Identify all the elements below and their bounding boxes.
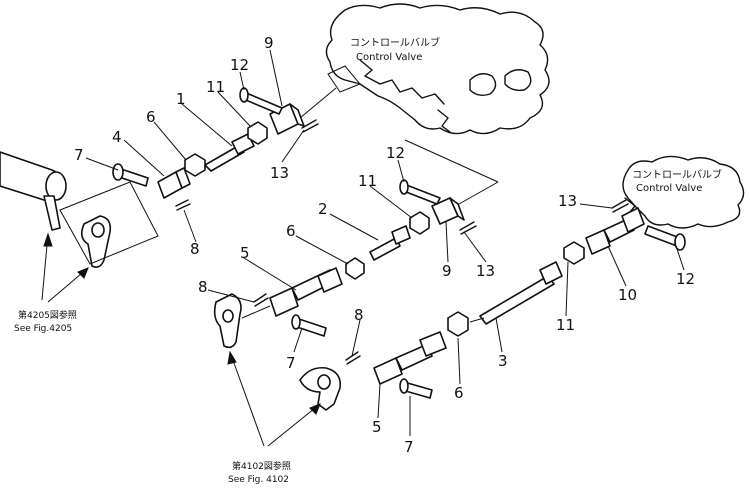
callout-11-upper: 11 [206, 78, 225, 96]
callout-numbers: 1 2 3 4 5 5 6 6 6 7 7 7 8 8 8 9 9 10 11 … [74, 34, 695, 456]
callout-11-middle: 11 [358, 172, 377, 190]
callout-12-right: 12 [676, 270, 695, 288]
lower-left-linkage [213, 267, 343, 349]
ref-4102-jp: 第4102図参照 [232, 460, 291, 472]
valve-right-en-label: Control Valve [636, 183, 702, 194]
ref-4205-en: See Fig.4205 [14, 324, 72, 334]
callout-6-upper: 6 [146, 108, 156, 126]
lever-left [0, 151, 159, 268]
callout-10: 10 [618, 286, 637, 304]
callout-1: 1 [176, 90, 186, 108]
nut-6-upper [184, 153, 206, 177]
callout-5-left: 5 [240, 244, 250, 262]
callout-7-upper: 7 [74, 146, 84, 164]
control-valve-top: コントロールバルブ Control Valve [325, 3, 550, 135]
callout-5-bottom: 5 [372, 418, 382, 436]
valve-top-jp-label: コントロールバルブ [350, 36, 440, 49]
pin-13-upper [301, 119, 319, 133]
leader-lines [85, 49, 685, 436]
rod-3 [479, 275, 555, 325]
nut-11-middle [409, 211, 430, 235]
callout-7-bottom: 7 [404, 438, 414, 456]
ref-4205-arrows: 第4205図参照 See Fig.4205 [14, 232, 89, 334]
callout-12-upper: 12 [230, 56, 249, 74]
bottom-linkage [299, 331, 447, 411]
ref-4102-arrows: 第4102図参照 See Fig. 4102 [227, 350, 321, 485]
ref-4205-jp: 第4205図参照 [18, 309, 77, 321]
callout-13-middle: 13 [476, 262, 495, 280]
nut-6-middle [345, 257, 365, 280]
rod-1 [204, 145, 245, 172]
joint-10 [585, 229, 611, 255]
callout-9-middle: 9 [442, 262, 452, 280]
callout-6-middle: 6 [286, 222, 296, 240]
callout-3: 3 [498, 352, 508, 370]
nut-6-bottom [447, 311, 469, 337]
pin-13-right [611, 199, 629, 213]
pin-8-left [253, 293, 269, 307]
ref-4102-en: See Fig. 4102 [228, 475, 289, 485]
callout-8-upper: 8 [190, 240, 200, 258]
control-valve-right: コントロールバルブ Control Valve [622, 155, 745, 229]
callout-8-bottom: 8 [354, 306, 364, 324]
callout-12-middle: 12 [386, 144, 405, 162]
callout-11-right: 11 [556, 316, 575, 334]
pin-13-middle [459, 221, 477, 235]
nut-11-right [563, 241, 585, 265]
long-rod-assembly [447, 199, 686, 337]
nut-11-upper [247, 121, 268, 145]
valve-top-en-label: Control Valve [356, 52, 422, 63]
callout-7-left: 7 [286, 354, 296, 372]
callout-6-bottom: 6 [454, 384, 464, 402]
pin-8-upper [175, 199, 191, 211]
callout-9-upper: 9 [264, 34, 274, 52]
callout-2: 2 [318, 200, 328, 218]
valve-right-jp-label: コントロールバルブ [632, 168, 722, 181]
joint-5-bottom [373, 357, 403, 385]
callout-4: 4 [112, 128, 122, 146]
callout-8-left: 8 [198, 278, 208, 296]
callout-13-upper: 13 [270, 164, 289, 182]
middle-linkage [345, 139, 499, 280]
rod-2 [369, 237, 401, 261]
callout-13-right: 13 [558, 192, 577, 210]
joint-5-left [269, 287, 299, 317]
upper-linkage [112, 87, 337, 211]
lever-fitting-bottom [299, 366, 342, 411]
